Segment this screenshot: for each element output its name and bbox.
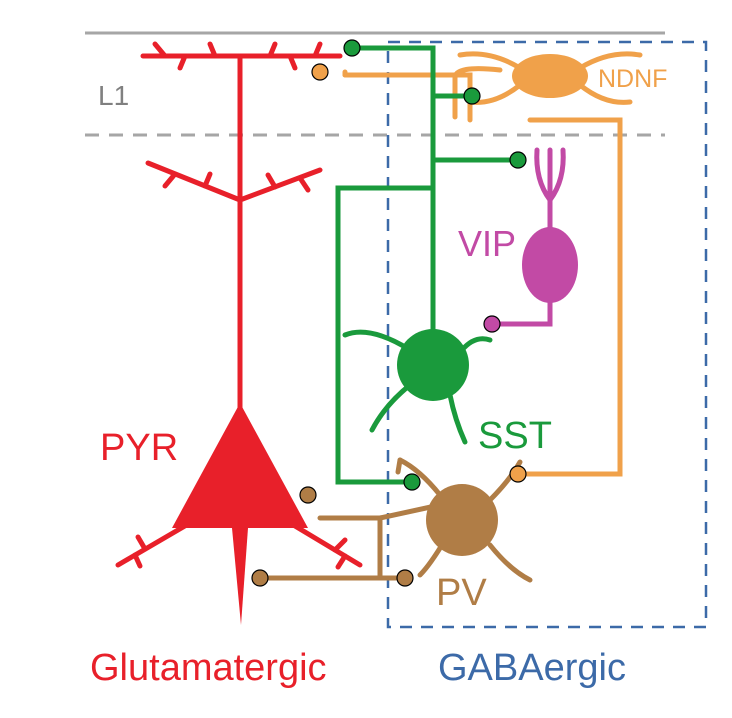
- synapse-pv-to-pv: [396, 569, 414, 587]
- pyr-soma: [172, 403, 308, 528]
- sst-neuron: [335, 45, 521, 485]
- synapse-ndnf-to-pv: [509, 465, 527, 483]
- synapse-sst-to-pyr-tuft: [343, 39, 361, 57]
- vip-label: VIP: [458, 223, 516, 264]
- synapse-pv-to-pyr-basal: [251, 569, 269, 587]
- pyr-axon: [232, 528, 248, 625]
- glutamatergic-label: Glutamatergic: [90, 647, 327, 689]
- sst-label: SST: [478, 415, 552, 457]
- vip-soma: [522, 227, 578, 303]
- ndnf-label: NDNF: [598, 65, 667, 93]
- synapse-sst-to-vip: [509, 151, 527, 169]
- synapse-pv-to-pyr-soma: [299, 486, 317, 504]
- gabaergic-label: GABAergic: [438, 647, 626, 689]
- sst-soma: [397, 329, 469, 401]
- synapse-vip-to-sst: [483, 315, 501, 333]
- ndnf-neuron: [342, 51, 643, 477]
- layer-label: L1: [98, 80, 129, 111]
- ndnf-soma: [512, 54, 588, 98]
- pv-soma: [426, 484, 498, 556]
- pyr-neuron: [115, 41, 363, 570]
- gabaergic-box: [386, 40, 708, 629]
- vip-neuron: [495, 147, 566, 327]
- pv-label: PV: [436, 572, 487, 614]
- pyr-label: PYR: [100, 427, 178, 469]
- synapse-ndnf-to-pyr-tuft: [311, 63, 329, 81]
- synapse-sst-to-ndnf: [463, 87, 481, 105]
- synapse-sst-to-pv: [403, 473, 421, 491]
